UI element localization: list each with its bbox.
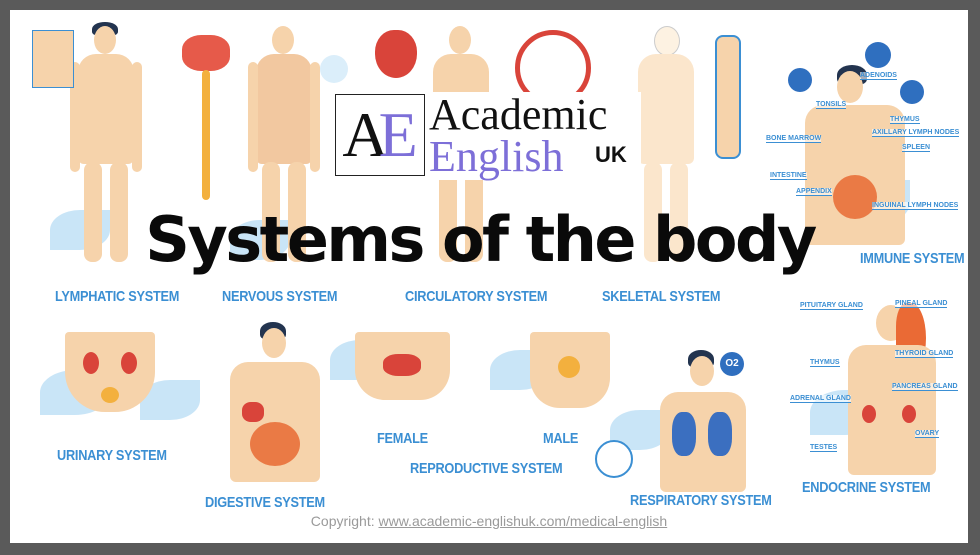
- immune-label: BONE MARROW: [766, 135, 822, 143]
- copyright-prefix: Copyright:: [310, 513, 379, 529]
- endocrine-label: PINEAL GLAND: [895, 300, 948, 308]
- page-title: Systems of the body: [145, 203, 817, 276]
- academic-english-uk-logo: AE Academic English UK: [333, 92, 641, 180]
- virus-blocked-icon: [865, 42, 891, 68]
- copyright: Copyright: www.academic-englishuk.com/me…: [10, 513, 968, 529]
- immune-label: ADENOIDS: [860, 72, 897, 80]
- leaf-decoration: [230, 220, 290, 260]
- alveoli-icon: [595, 440, 633, 478]
- brain-illustration: [182, 35, 230, 71]
- oxygen-badge-text: O2: [725, 358, 739, 369]
- female-figure: [355, 332, 450, 400]
- bone-illustration: [715, 35, 741, 159]
- immune-label: THYMUS: [890, 116, 920, 124]
- immune-label: AXILLARY LYMPH NODES: [872, 129, 960, 137]
- immune-label: INTESTINE: [770, 172, 807, 180]
- label-digestive-system: DIGESTIVE SYSTEM: [205, 494, 325, 511]
- lymph-vessel-inset: [32, 30, 74, 88]
- label-nervous-system: NERVOUS SYSTEM: [222, 288, 338, 305]
- endocrine-label: PANCREAS GLAND: [892, 383, 958, 391]
- spinal-cord-illustration: [202, 70, 210, 200]
- title-container: Systems of the body: [10, 200, 950, 280]
- label-urinary-system: URINARY SYSTEM: [57, 447, 167, 464]
- logo-region: UK: [595, 142, 627, 167]
- logo-line1: Academic: [429, 90, 608, 139]
- immune-label: SPLEEN: [902, 144, 931, 152]
- label-male: MALE: [543, 430, 579, 447]
- label-female: FEMALE: [377, 430, 428, 447]
- endocrine-label: ADRENAL GLAND: [790, 395, 851, 403]
- male-figure: [530, 332, 610, 408]
- label-reproductive-system: REPRODUCTIVE SYSTEM: [410, 460, 563, 477]
- copyright-link[interactable]: www.academic-englishuk.com/medical-engli…: [378, 513, 668, 529]
- endocrine-label: TESTES: [810, 444, 838, 452]
- shield-icon: [788, 68, 812, 92]
- immune-label: INGUINAL LYMPH NODES: [872, 202, 959, 210]
- endocrine-label: PITUITARY GLAND: [800, 302, 863, 310]
- oxygen-badge: O2: [720, 352, 744, 376]
- endocrine-label: OVARY: [915, 430, 940, 438]
- label-skeletal-system: SKELETAL SYSTEM: [602, 288, 721, 305]
- cell-icon: [900, 80, 924, 104]
- heart-illustration: [375, 30, 417, 78]
- immune-label: APPENDIX: [796, 188, 832, 196]
- endocrine-label: THYMUS: [810, 359, 840, 367]
- immune-label: TONSILS: [816, 101, 847, 109]
- logo-line2: English: [429, 132, 564, 181]
- label-lymphatic-system: LYMPHATIC SYSTEM: [55, 288, 180, 305]
- label-endocrine-system: ENDOCRINE SYSTEM: [802, 479, 931, 496]
- label-circulatory-system: CIRCULATORY SYSTEM: [405, 288, 548, 305]
- nerve-hand-icon: [320, 55, 348, 83]
- label-respiratory-system: RESPIRATORY SYSTEM: [630, 492, 772, 509]
- label-immune-system: IMMUNE SYSTEM: [860, 250, 965, 267]
- logo-ae-mark: AE: [335, 94, 425, 176]
- endocrine-label: THYROID GLAND: [895, 350, 954, 358]
- slide: ADENOIDS TONSILS THYMUS AXILLARY LYMPH N…: [10, 10, 968, 543]
